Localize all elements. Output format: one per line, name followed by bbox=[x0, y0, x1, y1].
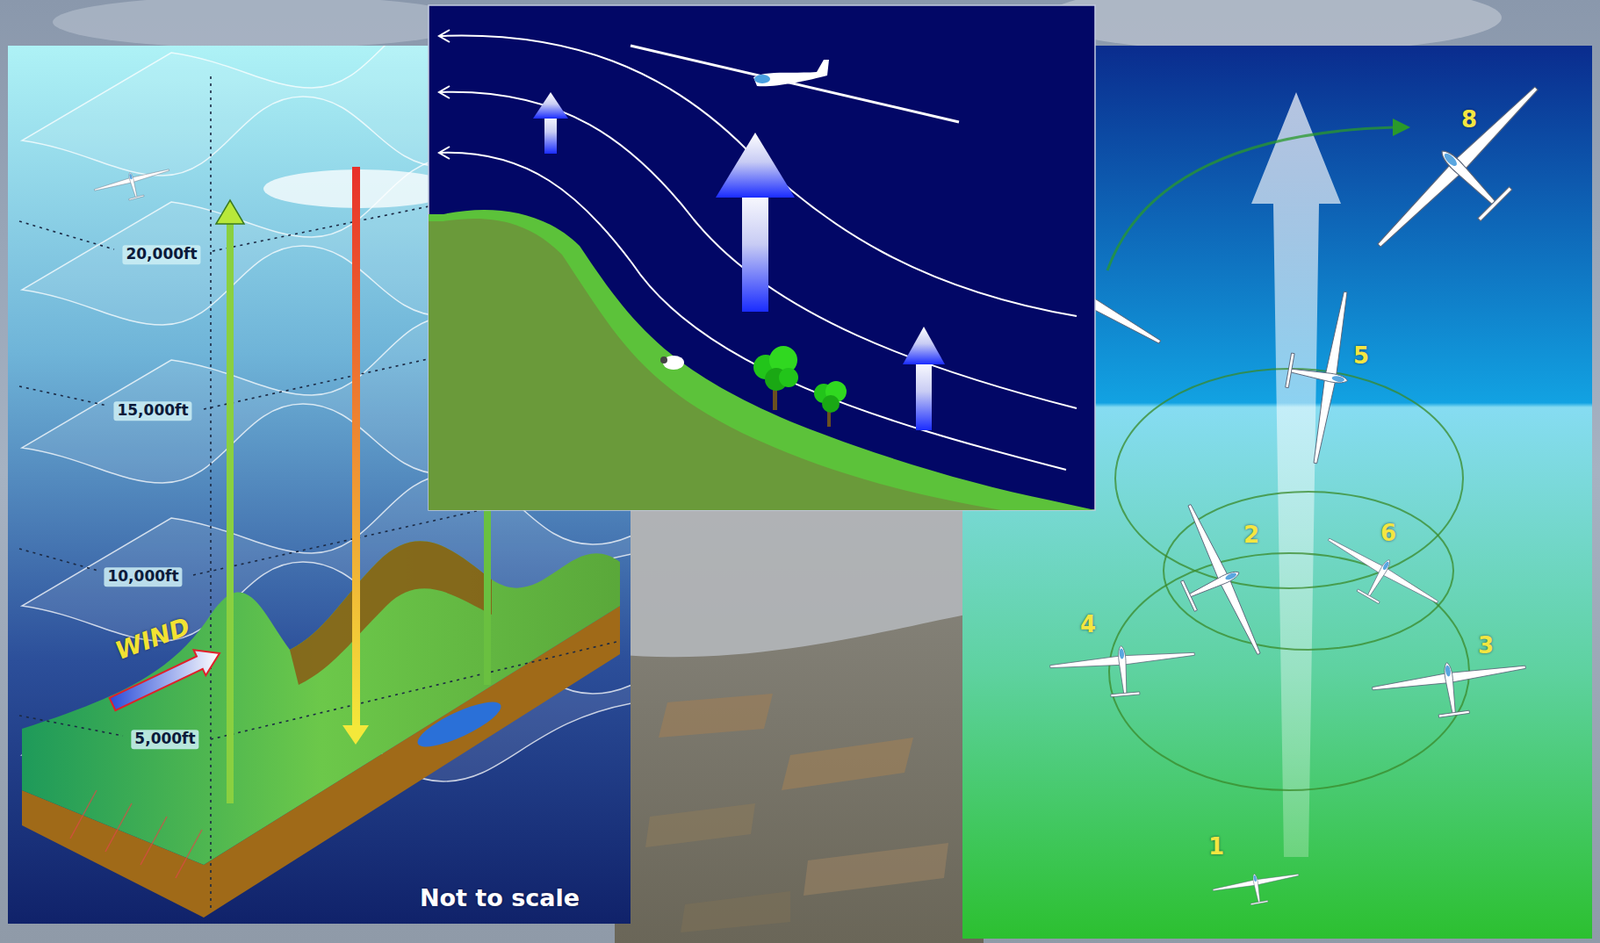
sheep bbox=[660, 355, 685, 370]
airflow-line bbox=[439, 29, 1077, 470]
hill bbox=[428, 218, 1002, 511]
path-arrowhead bbox=[1392, 118, 1411, 137]
glider bbox=[1273, 284, 1363, 467]
callout-number: 5 bbox=[1353, 343, 1370, 370]
ridge bbox=[289, 540, 492, 685]
altitude-label: 10,000ft bbox=[103, 567, 182, 587]
terrain-top bbox=[21, 540, 620, 865]
sink-arrow bbox=[352, 166, 361, 729]
altitude-label: 20,000ft bbox=[122, 245, 201, 265]
surface-wind-marks bbox=[70, 790, 202, 879]
glider bbox=[630, 45, 959, 123]
glider bbox=[1048, 639, 1197, 702]
sink-arrow bbox=[342, 725, 369, 745]
callout-number: 4 bbox=[1080, 612, 1096, 639]
lift-arrow bbox=[483, 509, 491, 685]
glider bbox=[1369, 651, 1531, 727]
glider bbox=[1211, 866, 1303, 912]
callout-number: 3 bbox=[1477, 633, 1494, 660]
wind-label: WIND bbox=[111, 612, 195, 666]
landscape-photo bbox=[614, 491, 984, 943]
glider bbox=[1313, 528, 1445, 629]
tree bbox=[753, 345, 847, 427]
cloud bbox=[52, 0, 475, 49]
glider bbox=[1363, 72, 1576, 285]
lift-arrow bbox=[533, 92, 945, 431]
circling-path bbox=[1107, 127, 1470, 791]
callout-number: 6 bbox=[1380, 520, 1397, 548]
altitude-label: 5,000ft bbox=[130, 729, 199, 750]
lake bbox=[412, 693, 506, 755]
ridge-panel bbox=[428, 5, 1096, 511]
lift-arrow bbox=[226, 219, 234, 804]
callout-number: 8 bbox=[1461, 107, 1478, 134]
callout-number: 2 bbox=[1243, 522, 1260, 549]
scale-note: Not to scale bbox=[419, 884, 580, 912]
altitude-label: 15,000ft bbox=[113, 401, 192, 421]
glider bbox=[1153, 497, 1275, 671]
thermal-arrow bbox=[1251, 92, 1341, 858]
callout-number: 1 bbox=[1208, 834, 1225, 861]
glider bbox=[92, 162, 174, 209]
lift-arrow bbox=[216, 200, 245, 224]
cloud bbox=[1045, 0, 1502, 53]
